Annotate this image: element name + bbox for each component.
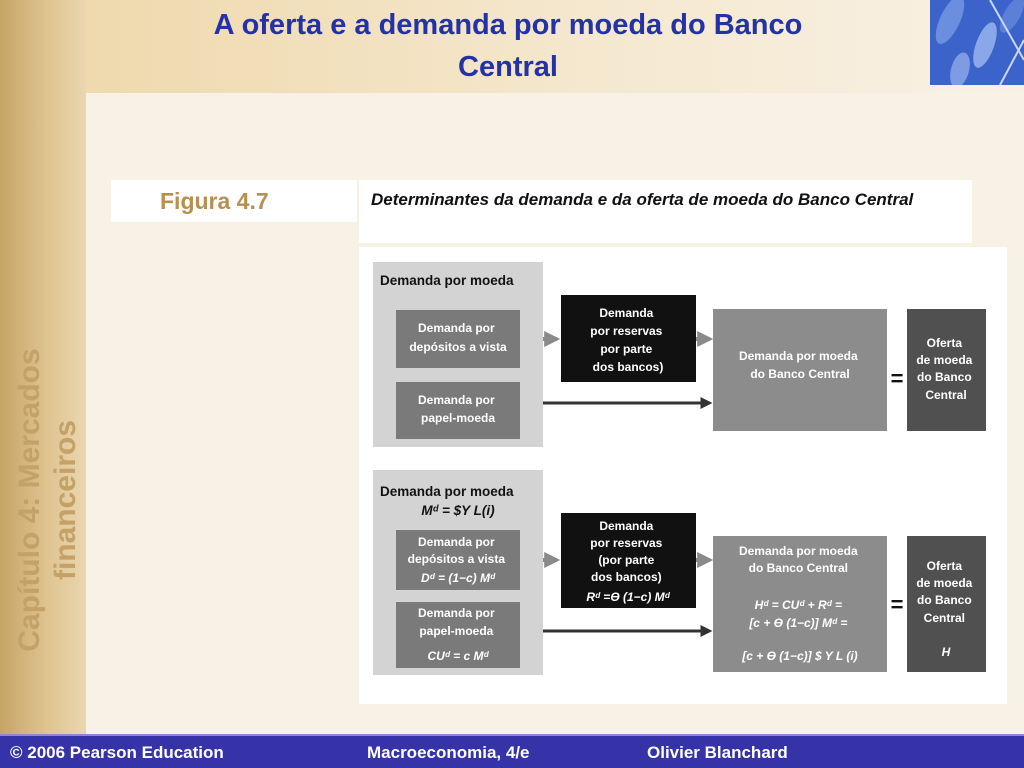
top-currency-box bbox=[396, 382, 520, 439]
top-currency-text: Demanda por papel-moeda bbox=[418, 393, 498, 425]
sidebar-band bbox=[0, 0, 86, 734]
bottom-deposits-text: Demanda por depósitos a vista Dᵈ = (1−c)… bbox=[408, 535, 509, 585]
top-cb-demand-box bbox=[713, 309, 887, 431]
bottom-currency-box bbox=[396, 602, 520, 668]
bottom-reserves-text: Demanda por reservas (por parte dos banc… bbox=[586, 519, 670, 604]
top-group-title: Demanda por moeda bbox=[380, 273, 514, 288]
slide-title: A oferta e a demanda por moeda do Banco … bbox=[96, 4, 920, 88]
top-reserves-box bbox=[561, 295, 696, 382]
figure-caption: Determinantes da demanda e da oferta de … bbox=[371, 190, 914, 209]
figure-caption-box bbox=[359, 180, 972, 243]
chapter-side-label-line-2: financeiros bbox=[49, 419, 82, 581]
footer-author: Olivier Blanchard bbox=[647, 743, 788, 762]
top-cb-supply-box bbox=[907, 309, 986, 431]
top-cb-demand-text: Demanda por moeda do Banco Central bbox=[739, 349, 861, 381]
slide-title-line-1: A oferta e a demanda por moeda do Banco bbox=[213, 9, 803, 41]
figure-label: Figura 4.7 bbox=[160, 188, 269, 214]
figure-label-box bbox=[111, 180, 357, 222]
top-equals-sign: = bbox=[891, 366, 904, 391]
bottom-reserves-box bbox=[561, 513, 696, 608]
bottom-group-title: Demanda por moeda bbox=[380, 484, 514, 499]
slide-title-line-2: Central bbox=[458, 51, 558, 83]
bottom-cb-supply-box bbox=[907, 536, 986, 672]
top-deposits-text: Demanda por depósitos a vista bbox=[409, 321, 507, 354]
bottom-group-formula: Mᵈ = $Y L(i) bbox=[421, 503, 495, 518]
footer-copyright: © 2006 Pearson Education bbox=[10, 743, 224, 762]
top-cb-supply-text: Oferta de moeda do Banco Central bbox=[916, 336, 975, 402]
bottom-cb-supply-text: Oferta de moeda do Banco Central H bbox=[916, 559, 975, 659]
footer-book-title: Macroeconomia, 4/e bbox=[367, 743, 530, 762]
bottom-equals-sign: = bbox=[891, 592, 904, 617]
chapter-side-label-line-1: Capítulo 4: Mercados bbox=[13, 348, 46, 652]
top-deposits-box bbox=[396, 310, 520, 368]
bottom-cb-demand-box bbox=[713, 536, 887, 672]
decorative-corner-image bbox=[930, 0, 1024, 85]
title-band bbox=[86, 0, 930, 93]
diagram-panel: Demanda por moeda Demanda por depósitos … bbox=[359, 247, 1007, 704]
bottom-deposits-box bbox=[396, 530, 520, 590]
bottom-currency-text: Demanda por papel-moeda CUᵈ = c Mᵈ bbox=[418, 606, 498, 663]
top-reserves-text: Demanda por reservas por parte dos banco… bbox=[590, 306, 665, 374]
bottom-cb-demand-text: Demanda por moeda do Banco Central Hᵈ = … bbox=[739, 544, 861, 663]
footer-bar: © 2006 Pearson Education Macroeconomia, … bbox=[0, 734, 1024, 768]
money-demand-supply-diagram: Demanda por moeda Demanda por depósitos … bbox=[373, 262, 986, 675]
